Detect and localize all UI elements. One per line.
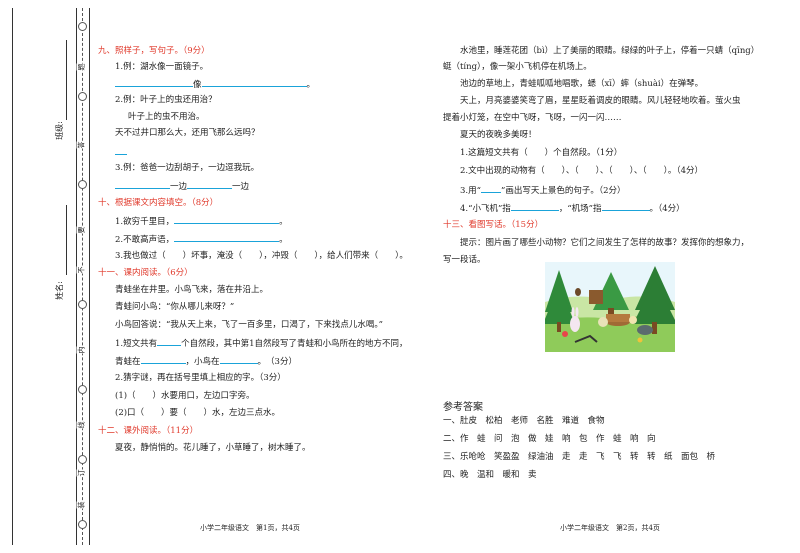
answer-blank[interactable] [115, 146, 127, 155]
s11-passage-1: 青蛙坐在井里。小鸟飞来，落在井沿上。 [115, 285, 269, 295]
s9-answer-2 [115, 146, 127, 159]
s11-question-1: 1.短文共有个自然段，其中第1自然段写了青蛙和小鸟所在的地方不同， [115, 337, 408, 349]
s13-prompt-cont: 写一段话。 [443, 255, 486, 265]
class-label: 班级: [54, 121, 64, 140]
s11-passage-3: 小鸟回答说：“我从天上来，飞了一百多里，口渴了，下来找点儿水喝。” [115, 320, 383, 330]
answer-line-1: 一、肚皮 松柏 老师 名胜 难道 食物 [443, 416, 605, 426]
name-label: 姓名: [54, 281, 64, 300]
page-footer: 小学二年级语文 第2页，共4页 [560, 524, 660, 532]
s10-question-3: 3.我也做过（ ）坏事，淹没（ ），冲毁（ ），给人们带来（ ）。 [115, 251, 408, 261]
s12-passage-2: 水池里，睡莲花团（bì）上了美丽的眼睛。绿绿的叶子上，停着一只蜻（qīng） [460, 46, 760, 56]
binding-hole [78, 22, 87, 31]
margin-rule [89, 8, 90, 545]
answer-blank[interactable] [510, 202, 559, 211]
s9-question-2: 2.例：叶子上的虫还用治？ [115, 95, 217, 105]
answer-blank[interactable] [140, 355, 186, 364]
section-10-title: 十、根据课文内容填空。（8分） [98, 198, 219, 208]
answer-blank[interactable] [187, 180, 233, 189]
margin-char: 要 [76, 226, 87, 234]
s11-question-2: 2.猜字谜，再在括号里填上相应的字。（3分） [115, 373, 286, 383]
answer-blank[interactable] [115, 78, 193, 87]
s12-question-1: 1.这篇短文共有（ ）个自然段。（1分） [460, 148, 623, 158]
forest-animals-illustration [545, 262, 675, 352]
s12-question-3: 3.用“”画出写天上景色的句子。（2分） [460, 184, 626, 196]
s11-riddle-2: (2)口（ ）要（ ）水，左边三点水。 [115, 408, 281, 418]
s12-passage-2-cont: 蜓（tíng），像一架小飞机停在机场上。 [443, 62, 592, 72]
answer-line-3: 三、乐呛呛 笑盈盈 绿油油 走 走 飞 飞 转 转 纸 面包 桥 [443, 452, 716, 462]
answer-blank[interactable] [174, 215, 280, 224]
answer-blank[interactable] [219, 355, 258, 364]
s12-passage-1: 夏夜，静悄悄的。花儿睡了，小草睡了，树木睡了。 [115, 443, 311, 453]
answer-blank[interactable] [174, 233, 280, 242]
binding-hole [78, 92, 87, 101]
s9-question-2b: 天不过井口那么大，还用飞那么远吗？ [115, 128, 260, 138]
s12-question-2: 2.文中出现的动物有（ ）、（ ）、（ ）、（ ）。（4分） [460, 166, 704, 176]
s13-prompt: 提示：图片画了哪些小动物？它们之间发生了怎样的故事？发挥你的想象力， [460, 238, 750, 248]
answers-title: 参考答案 [443, 402, 483, 413]
margin-char: 答 [76, 141, 87, 149]
s10-question-1: 1.欲穷千里目，。 [115, 215, 288, 227]
class-blank-line [66, 40, 67, 120]
answer-blank[interactable] [115, 180, 170, 189]
cut-line [82, 8, 83, 545]
s9-answer-1: 像。 [115, 78, 315, 91]
s12-passage-3: 池边的草地上，青蛙呱呱地唱歌，蟋（xī）蟀（shuài）在弹琴。 [460, 79, 704, 89]
margin-char: 题 [76, 63, 87, 71]
s12-question-4: 4.“小飞机”指，“机场”指。（4分） [460, 202, 685, 214]
margin-rule [12, 8, 13, 545]
binding-hole [78, 385, 87, 394]
answer-blank[interactable] [201, 78, 307, 87]
answer-line-4: 四、晚 温和 暖和 卖 [443, 470, 537, 480]
s10-question-2: 2.不敢高声语，。 [115, 233, 288, 245]
s9-question-1: 1.例：湖水像一面镜子。 [115, 62, 209, 72]
margin-char: 订 [76, 469, 87, 477]
answer-blank[interactable] [601, 202, 650, 211]
s12-passage-4-cont: 提着小灯笼，在空中飞呀，飞呀，一闪一闪…… [443, 113, 622, 123]
margin-char: 线 [76, 421, 87, 429]
name-blank-line [66, 205, 67, 275]
margin-char: 内 [76, 346, 87, 354]
margin-char: 装 [76, 501, 87, 509]
s11-question-1-cont: 青蛙在，小鸟在。 （3分） [115, 355, 297, 367]
section-13-title: 十三、看图写话。（15分） [443, 220, 544, 230]
s12-passage-5: 夏天的夜晚多美呀！ [460, 130, 537, 140]
s9-question-3: 3.例：爸爸一边刮胡子，一边逗我玩。 [115, 163, 260, 173]
answer-line-2: 二、作 蛙 问 泡 做 娃 响 包 作 蛙 响 向 [443, 434, 656, 444]
s9-answer-3: 一边一边 [115, 180, 249, 193]
binding-hole [78, 520, 87, 529]
section-12-title: 十二、课外阅读。（11分） [98, 426, 199, 436]
s12-passage-4: 天上，月亮婆婆笑弯了眉，星星眨着调皮的眼睛。风儿轻轻地吹着。萤火虫 [460, 96, 741, 106]
binding-hole [78, 300, 87, 309]
s9-example-answer-2: 叶子上的虫不用治。 [128, 112, 205, 122]
section-9-title: 九、照样子，写句子。（9分） [98, 46, 210, 56]
margin-char: 不 [76, 266, 87, 274]
page-footer: 小学二年级语文 第1页，共4页 [200, 524, 300, 532]
answer-blank[interactable] [157, 337, 182, 346]
answer-blank[interactable] [480, 184, 501, 193]
s11-riddle-1: (1)（ ）水要用口，左边口字旁。 [115, 391, 255, 401]
section-11-title: 十一、课内阅读。（6分） [98, 268, 193, 278]
story-picture [545, 262, 675, 352]
margin-rule [76, 8, 77, 545]
s11-passage-2: 青蛙问小鸟：“你从哪儿来呀？” [115, 302, 235, 312]
binding-hole [78, 455, 87, 464]
binding-hole [78, 180, 87, 189]
